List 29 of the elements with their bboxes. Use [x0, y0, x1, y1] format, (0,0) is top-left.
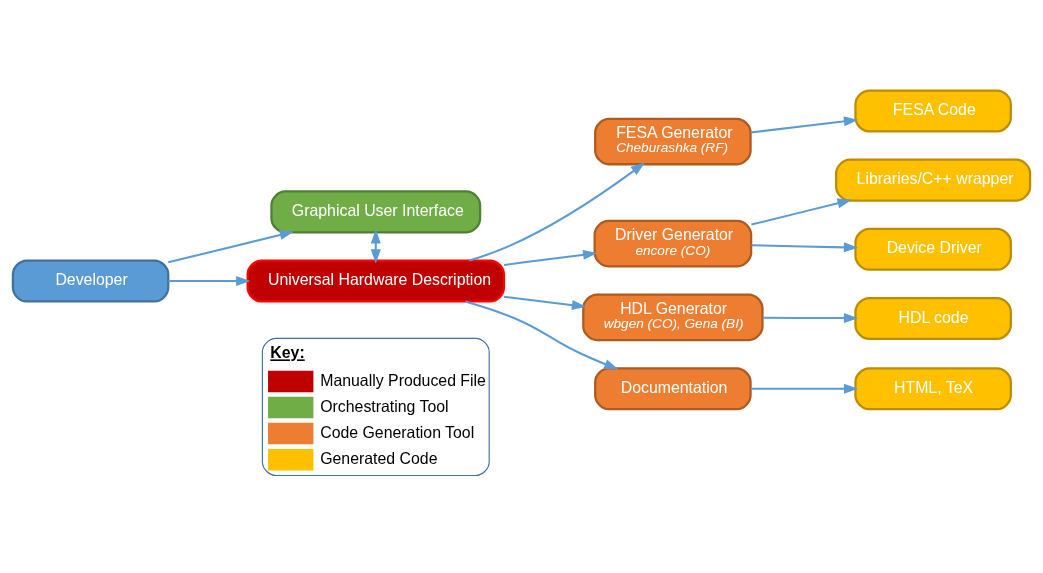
node-box: Universal Hardware Description [246, 259, 506, 303]
arrow [464, 300, 619, 369]
node-box: FESA Code [854, 88, 1012, 132]
node-box: Developer [11, 259, 170, 303]
node-box: Driver Generator encore (CO) [593, 219, 753, 267]
arrow [168, 275, 251, 286]
arrow [168, 229, 295, 263]
arrow [503, 295, 587, 310]
node-box: HDL code [854, 296, 1012, 340]
arrow [750, 115, 859, 133]
node-box: Documentation [594, 366, 752, 410]
legend-label: Generated Code [320, 449, 438, 467]
node-box: Graphical User Interface [270, 189, 482, 233]
arrow [751, 241, 859, 252]
label: Key: [270, 343, 305, 361]
node-box: FESA Generator Cheburashka (RF) [594, 117, 752, 165]
arrow [503, 249, 598, 266]
node-box: HDL Generator wbgen (CO), Gena (BI) [582, 293, 764, 341]
legend-label: Manually Produced File [320, 371, 486, 389]
node-box: Device Driver [854, 227, 1012, 271]
arrow [468, 162, 646, 262]
node-box: Libraries/C++ wrapper [835, 158, 1032, 202]
arrow [750, 383, 859, 394]
arrow [762, 312, 859, 323]
legend-label: Code Generation Tool [320, 423, 475, 441]
node-box: HTML, TeX [854, 366, 1012, 410]
legend-label: Orchestrating Tool [320, 397, 449, 415]
arrow [751, 197, 852, 226]
arrow [370, 228, 381, 264]
